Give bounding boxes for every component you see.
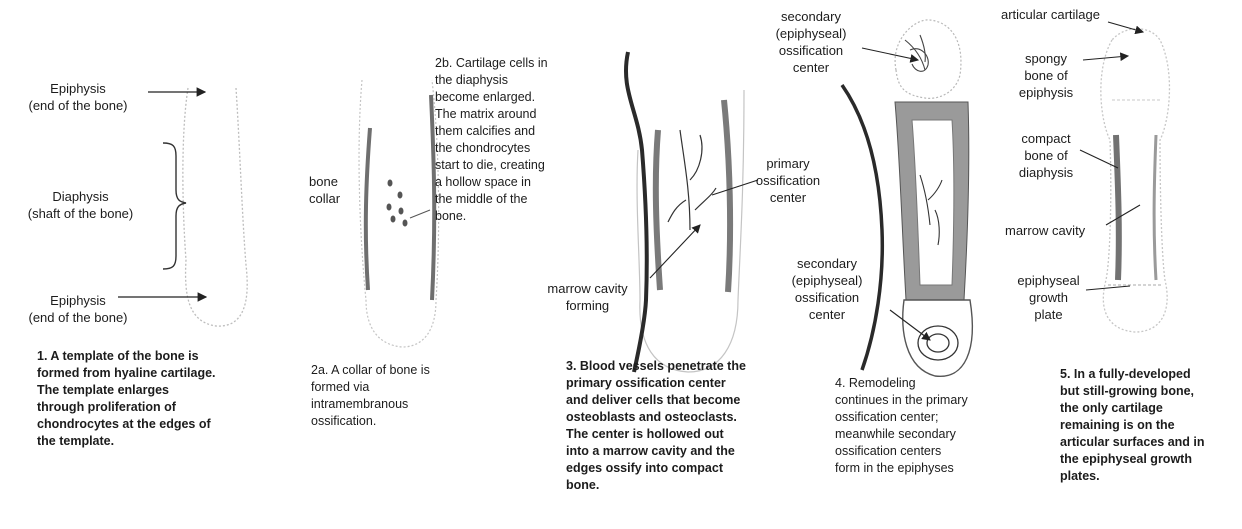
stage1-epiphysis-bottom-label: Epiphysis (end of the bone)	[8, 292, 148, 326]
stage2-2b-pointer	[410, 210, 430, 218]
stage5-marrow-label: marrow cavity	[1005, 222, 1115, 239]
stage3-blood-vessel	[626, 52, 647, 372]
stage3-compact-bone-right	[724, 100, 730, 292]
stage1-epiphysis-top-label: Epiphysis (end of the bone)	[8, 80, 148, 114]
stage4-top-center-pointer	[862, 48, 918, 60]
stage5-compact-bone-right	[1154, 135, 1156, 280]
stage2-bone-collar-right	[431, 95, 434, 300]
stage4-bottom-epiphysis	[903, 300, 973, 376]
stage2-caption: 2a. A collar of bone is formed via intra…	[311, 362, 501, 430]
stage5-compact-label: compact bone of diaphysis	[1006, 130, 1086, 181]
stage5-compact-bone-left	[1116, 135, 1119, 280]
stage2-enlarged-cartilage-cells	[387, 180, 408, 227]
stage2-template-outline	[359, 80, 439, 347]
stage3-marrow-forming-label: marrow cavity forming	[530, 280, 645, 314]
stage3-primary-center-label: primary ossification center	[738, 155, 838, 206]
stage5-growth-plate-label: epiphyseal growth plate	[1006, 272, 1091, 323]
stage5-caption: 5. In a fully-developed but still-growin…	[1060, 366, 1238, 485]
stage5-spongy-label: spongy bone of epiphysis	[1006, 50, 1086, 101]
stage5-growth-plate-pointer	[1086, 286, 1130, 290]
stage1-diaphysis-label: Diaphysis (shaft of the bone)	[8, 188, 153, 222]
stage4-secondary-bottom-label: secondary (epiphyseal) ossification cent…	[772, 255, 882, 323]
stage2-bone-collar-label: bone collar	[309, 173, 369, 207]
stage3-compact-bone-left	[656, 130, 660, 290]
stage4-secondary-top-label: secondary (epiphyseal) ossification cent…	[756, 8, 866, 76]
stage3-caption: 3. Blood vessels penetrate the primary o…	[566, 358, 806, 494]
stage1-caption: 1. A template of the bone is formed from…	[37, 348, 257, 450]
stage3-capillaries	[668, 130, 716, 230]
stage5-articular-label: articular cartilage	[1001, 6, 1141, 23]
stage5-bone-outline	[1101, 29, 1170, 332]
stage2-bone-collar-left	[366, 128, 370, 290]
stage4-caption: 4. Remodeling continues in the primary o…	[835, 375, 1025, 477]
stage4-blood-vessel	[842, 85, 882, 370]
stage1-diaphysis-brace	[163, 143, 186, 269]
stage2-note-2b: 2b. Cartilage cells in the diaphysis bec…	[435, 55, 600, 225]
stage1-cartilage-template	[183, 88, 247, 326]
stage4-top-secondary-center	[905, 35, 928, 71]
